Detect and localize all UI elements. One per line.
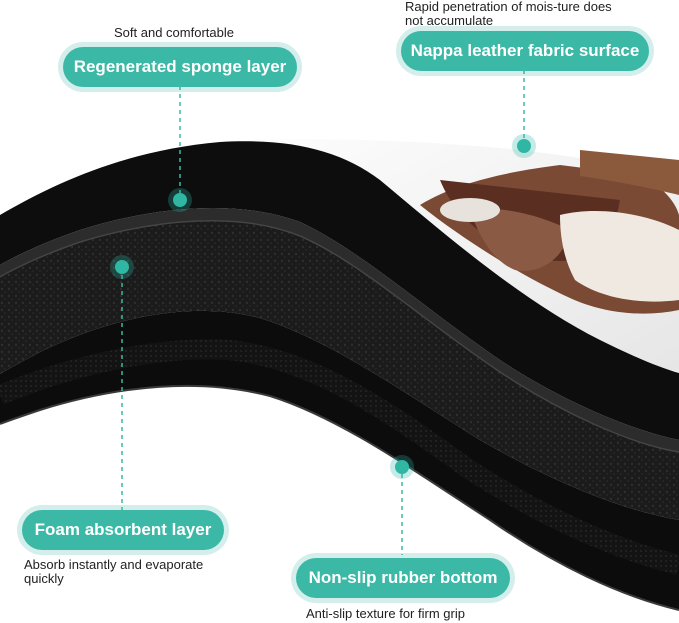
sponge-note: Soft and comfortable bbox=[114, 25, 234, 40]
foam-note-line2: quickly bbox=[24, 571, 64, 586]
sponge-marker bbox=[173, 193, 187, 207]
leather-marker bbox=[517, 139, 531, 153]
leather-note: Rapid penetration of mois-ture does not … bbox=[405, 0, 612, 28]
rubber-marker bbox=[395, 460, 409, 474]
leather-note-line2: not accumulate bbox=[405, 13, 494, 28]
foam-marker bbox=[115, 260, 129, 274]
foam-note: Absorb instantly and evaporate quickly bbox=[24, 558, 203, 586]
foam-label: Foam absorbent layer bbox=[22, 510, 224, 550]
leather-label: Nappa leather fabric surface bbox=[401, 31, 649, 71]
sponge-layer bbox=[0, 141, 679, 441]
foam-layer bbox=[0, 220, 679, 520]
rubber-note: Anti-slip texture for firm grip bbox=[306, 606, 465, 621]
foam-note-line1: Absorb instantly and evaporate bbox=[24, 557, 204, 572]
sponge-label: Regenerated sponge layer bbox=[63, 47, 297, 87]
rubber-label: Non-slip rubber bottom bbox=[296, 558, 510, 598]
leather-note-line1: Rapid penetration of mois-ture does bbox=[405, 0, 612, 14]
